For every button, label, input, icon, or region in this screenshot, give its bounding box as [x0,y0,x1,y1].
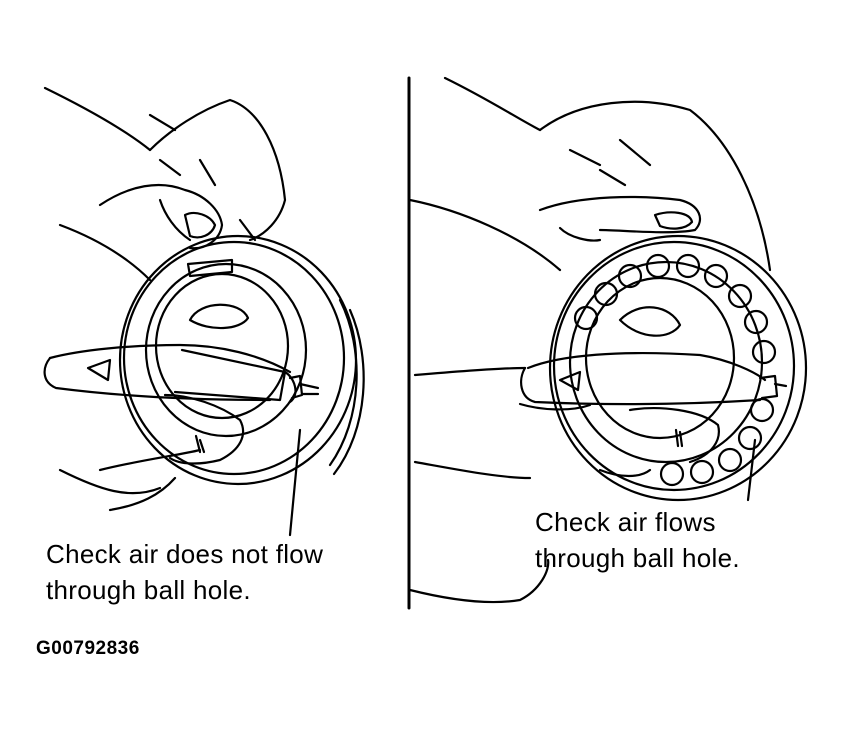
right-hand-upper [408,76,772,272]
left-hand-lower [43,343,292,512]
right-hand-lower [413,352,767,480]
right-caption-line1: Check air flows [535,507,716,537]
left-caption-line1: Check air does not flow [46,539,324,569]
left-hand-upper [43,86,287,282]
left-air-nozzle [173,348,320,537]
right-caption: Check air flows through ball hole. [535,504,740,576]
left-bearing [118,234,365,486]
left-caption-line2: through ball hole. [46,575,251,605]
right-air-nozzle [408,374,788,604]
right-caption-line2: through ball hole. [535,543,740,573]
right-bearing [548,234,808,502]
left-caption: Check air does not flow through ball hol… [46,536,323,608]
figure-id: G00792836 [36,638,140,659]
